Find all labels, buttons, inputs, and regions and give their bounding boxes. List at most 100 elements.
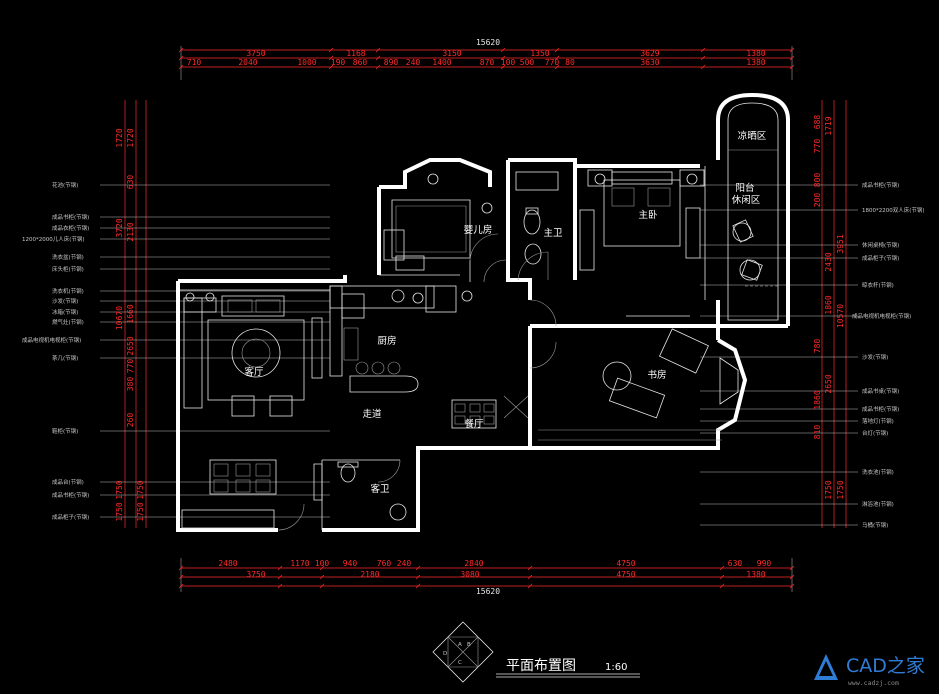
drawing-scale: 1:60: [605, 662, 627, 673]
sun-deck-furniture: [727, 102, 779, 321]
living-room-furniture: [183, 292, 323, 417]
top-dim-2-2: 2040: [238, 58, 257, 67]
dimension-tick: [554, 64, 560, 70]
dimension-tick: [500, 64, 506, 70]
left-dim-2-5: 2650: [126, 336, 135, 355]
dimension-tick: [328, 55, 334, 61]
dimension-tick: [719, 565, 725, 571]
right-dim-1-2: 2430: [824, 252, 833, 271]
left-note-1: 花池(节钢): [52, 181, 78, 189]
bottom-dimension-lines: [180, 558, 793, 592]
dimension-tick: [319, 583, 325, 589]
top-dim-2-6: 890: [384, 58, 399, 67]
right-note-9: 成品书柜(节钢): [862, 405, 899, 413]
dimension-tick: [700, 64, 706, 70]
right-dimension-labels: 1719 2430 1860 10570 2650 1750 688 770 8…: [813, 115, 845, 500]
top-dim-2-14: 3630: [640, 58, 659, 67]
left-dim-2-9: 1750: [136, 480, 145, 499]
right-dim-2-2: 770: [813, 139, 822, 154]
annotation-leaders: [100, 184, 858, 526]
room-label-balcony: 阳台: [735, 182, 754, 194]
right-note-13: 淋浴池(节钢): [862, 500, 894, 508]
top-dim-2-12: 770: [545, 58, 560, 67]
compass-letter-d: D: [443, 651, 447, 657]
master-bedroom-furniture: [579, 169, 705, 317]
dimension-tick: [178, 574, 184, 580]
left-dim-2-8: 260: [126, 413, 135, 428]
right-dim-2-6: 780: [813, 339, 822, 354]
top-dim-2-3: 1000: [297, 58, 316, 67]
bottom-dim-2-5: 1380: [746, 570, 765, 579]
compass-letter-b: B: [467, 642, 471, 648]
left-note-7: 洗衣机(节钢): [52, 287, 84, 295]
right-note-11: 台灯(节钢): [862, 429, 888, 437]
dimension-tick: [328, 64, 334, 70]
left-note-14: 成品台(节钢): [52, 478, 84, 486]
room-label-lounge: 休闲区: [732, 194, 761, 206]
bottom-dim-2-1: 3750: [246, 570, 265, 579]
top-dim-1-1: 3750: [246, 49, 265, 58]
walls: [176, 92, 790, 532]
bottom-dim-1-7: 2840: [464, 559, 483, 568]
left-dim-1-3: 10670: [115, 306, 124, 330]
dimension-tick: [375, 55, 381, 61]
lounge-furniture: [732, 219, 780, 287]
dimension-tick: [789, 565, 795, 571]
dimension-tick: [375, 47, 381, 53]
dimension-tick: [178, 583, 184, 589]
left-dim-2-6: 770: [126, 359, 135, 374]
room-label-dining: 餐厅: [464, 418, 484, 430]
master-bath-fixtures: [515, 171, 559, 281]
top-dim-2-7: 240: [406, 58, 421, 67]
dining-area-furniture: [181, 459, 305, 531]
bottom-dim-1-3: 100: [315, 559, 330, 568]
top-dim-1-2: 1168: [346, 49, 365, 58]
room-label-master-bedroom: 主卧: [638, 209, 658, 221]
right-dim-2-4: 200: [813, 193, 822, 208]
study-furniture: [538, 328, 739, 441]
top-dimension-lines: [180, 46, 793, 80]
dimension-tick: [500, 47, 506, 53]
bottom-dim-1-4: 940: [343, 559, 358, 568]
left-note-16: 成品柜子(节钢): [52, 513, 89, 521]
guest-bath-fixtures: [313, 459, 407, 521]
dimension-tick: [789, 47, 795, 53]
right-note-7: 沙发(节钢): [862, 353, 888, 361]
room-label-corridor: 走道: [362, 408, 382, 420]
north-compass: A B C D: [432, 621, 494, 683]
dimension-tick: [554, 47, 560, 53]
right-note-12: 洗衣池(节钢): [862, 468, 894, 476]
left-dim-1-2: 3720: [115, 218, 124, 237]
dimension-tick: [277, 565, 283, 571]
bottom-dimension-labels: 2480 1170 100 940 760 240 2840 4750 630 …: [218, 559, 771, 596]
room-label-guest-bath: 客卫: [370, 483, 390, 495]
bottom-dim-1-5: 760: [377, 559, 392, 568]
room-label-sun-deck: 凉晒区: [738, 130, 767, 142]
left-dim-2-3: 2130: [126, 222, 135, 241]
cadzj-watermark: CAD之家 www.cadzj.com: [814, 654, 925, 687]
right-dim-1-4: 10570: [836, 304, 845, 328]
bottom-dim-2-2: 2180: [360, 570, 379, 579]
right-note-1: 成品书柜(节钢): [862, 181, 899, 189]
right-dim-1-3: 1860: [824, 295, 833, 314]
right-note-2: 1800*2200双人床(节钢): [862, 206, 925, 214]
bottom-dim-1-9: 630: [728, 559, 743, 568]
dimension-tick: [319, 574, 325, 580]
room-label-master-bath: 主卫: [543, 227, 563, 239]
room-label-kitchen: 厨房: [377, 335, 396, 347]
left-note-2: 成品书柜(节钢): [52, 213, 89, 221]
room-label-living-room: 客厅: [244, 366, 264, 378]
top-dim-1-6: 1380: [746, 49, 765, 58]
right-dim-1-6: 1750: [824, 480, 833, 499]
dimension-tick: [178, 47, 184, 53]
dimension-tick: [527, 574, 533, 580]
top-dim-1-4: 1350: [530, 49, 549, 58]
right-note-4: 成品柜子(节钢): [862, 254, 899, 262]
brand-name: CAD之家: [846, 655, 925, 677]
dimension-tick: [789, 55, 795, 61]
room-label-kids-room: 婴儿房: [464, 224, 493, 236]
dimension-tick: [328, 47, 334, 53]
right-annotations: 成品书柜(节钢) 1800*2200双人床(节钢) 休闲桌椅(节钢) 成品柜子(…: [852, 181, 925, 529]
dimension-tick: [178, 565, 184, 571]
left-note-8: 沙发(节钢): [52, 297, 78, 305]
